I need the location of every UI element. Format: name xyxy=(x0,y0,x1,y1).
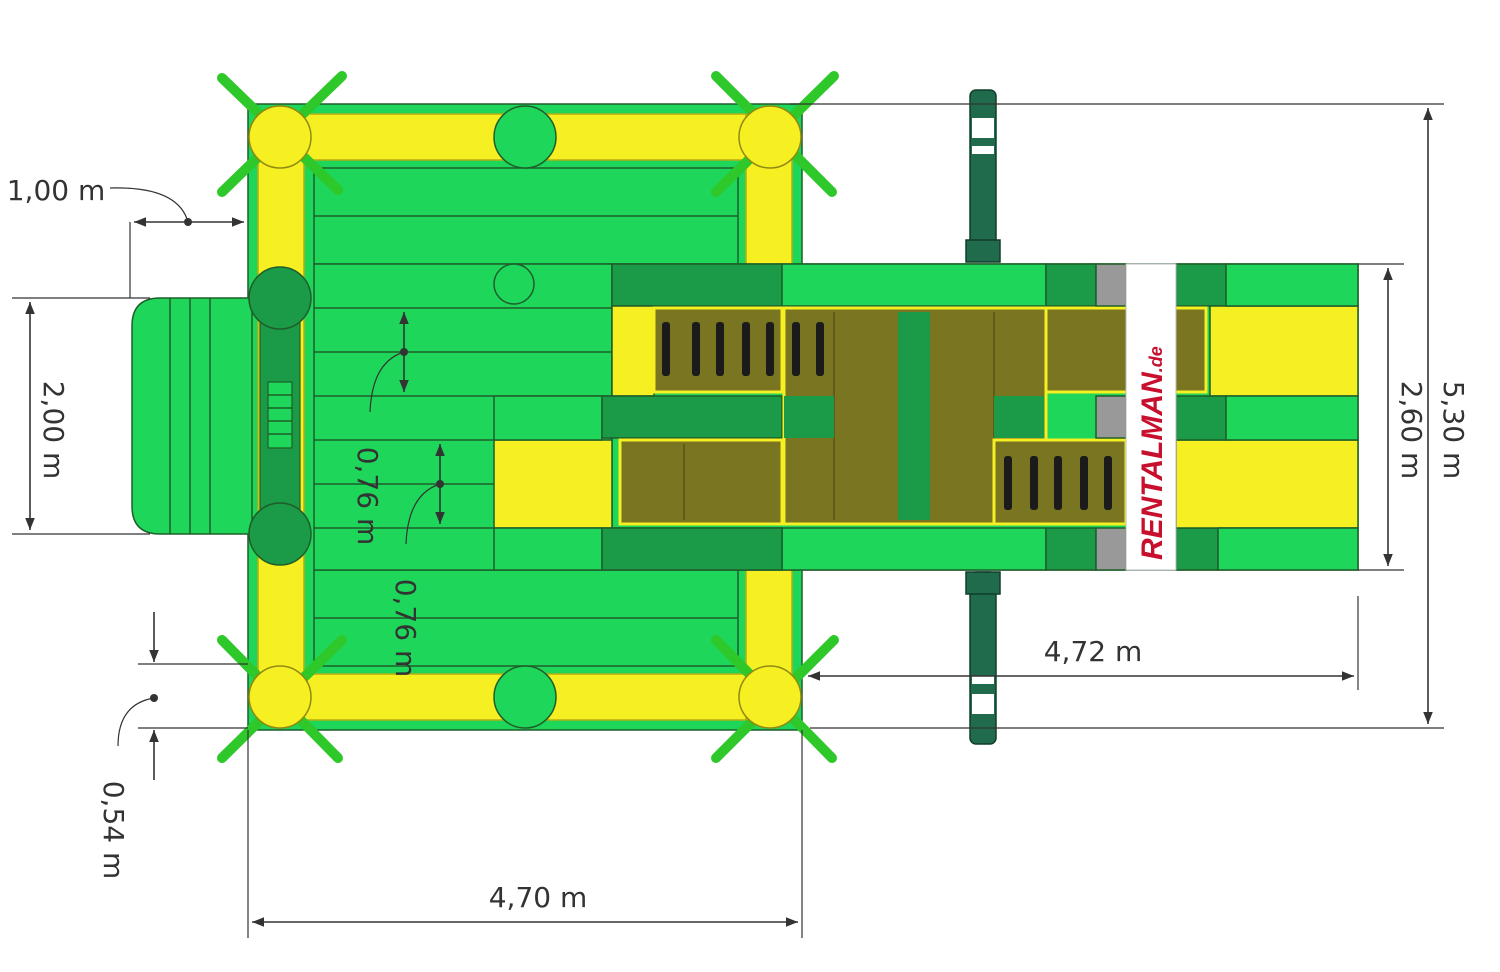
entry-platform xyxy=(131,297,253,535)
dim-overall-length: 4,70 m xyxy=(489,881,588,914)
pillars xyxy=(248,105,802,729)
anchor-poles xyxy=(965,89,1001,745)
dim-entry-depth: 1,00 m xyxy=(7,174,106,207)
brand-tld: .de xyxy=(1146,346,1166,372)
dim-slide-length: 4,72 m xyxy=(1044,635,1143,668)
dim-entry-width: 2,00 m xyxy=(37,381,70,480)
slide xyxy=(493,263,1359,571)
svg-text:RENTALMAN.de: RENTALMAN.de xyxy=(1136,346,1169,560)
rentalman-banner: RENTALMAN.de xyxy=(1125,263,1177,571)
dim-margin: 0,54 m xyxy=(97,781,130,880)
brand-prefix: RENTAL xyxy=(1136,441,1169,560)
dim-overall-width: 5,30 m xyxy=(1437,381,1470,480)
dim-step-height-2: 0,76 m xyxy=(389,579,422,678)
dim-slide-width: 2,60 m xyxy=(1395,381,1428,480)
dim-step-height-1: 0,76 m xyxy=(351,447,384,546)
brand-suffix: MAN xyxy=(1136,371,1169,441)
dimension-lines xyxy=(12,103,1444,938)
